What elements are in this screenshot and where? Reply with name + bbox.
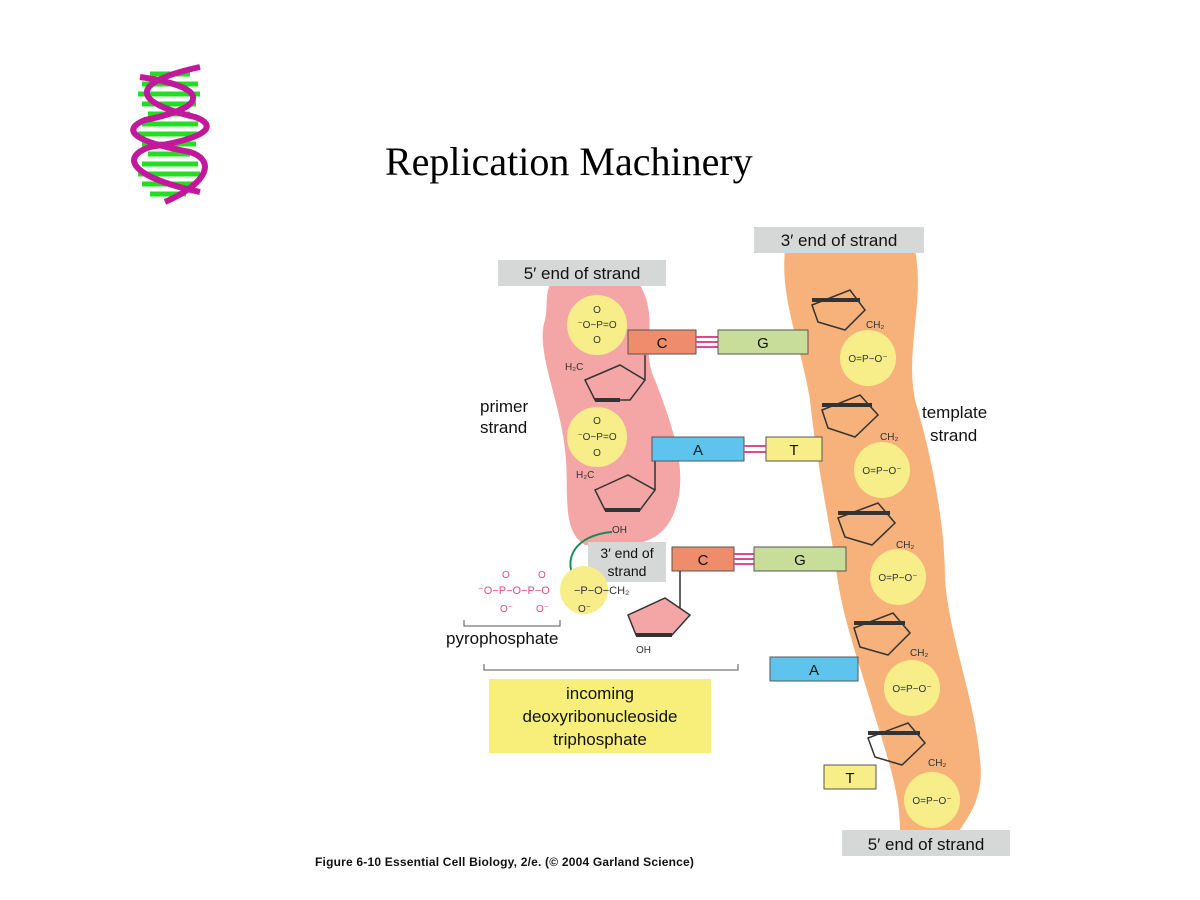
primer-phosphate-2: O ⁻O−P=O O	[567, 407, 627, 467]
primer-sugar-2	[593, 474, 657, 512]
svg-text:CH₂: CH₂	[866, 320, 884, 331]
incoming-o-minus: O⁻	[578, 604, 591, 615]
hydrogen-bonds-3	[734, 553, 754, 565]
svg-text:⁻O−P=O: ⁻O−P=O	[577, 432, 616, 443]
base-pair-3-right	[753, 546, 847, 572]
primer-strand-label-1: primer	[480, 397, 529, 416]
base-pair-2-left-label: A	[693, 442, 703, 459]
unpaired-base-t	[823, 764, 877, 790]
hydrogen-bonds-2	[744, 445, 766, 453]
template-3prime-label: 3′ end of strand	[781, 231, 898, 250]
pyrophosphate-o-minus-1: O⁻	[500, 604, 513, 615]
svg-text:O: O	[593, 335, 601, 346]
svg-text:O=P−O⁻: O=P−O⁻	[912, 796, 951, 807]
incoming-sugar	[627, 597, 692, 636]
primer-5prime-label: 5′ end of strand	[524, 264, 641, 283]
base-pair-1-left-label: C	[657, 335, 668, 352]
incoming-oh: OH	[636, 645, 651, 656]
pyrophosphate-bracket	[463, 620, 561, 627]
svg-text:CH₂: CH₂	[896, 540, 914, 551]
template-3prime-box	[754, 227, 924, 253]
pyrophosphate-label: pyrophosphate	[446, 629, 558, 648]
pyrophosphate-o-minus-2: O⁻	[536, 604, 549, 615]
template-strand-label-2: strand	[930, 426, 977, 445]
svg-text:O=P−O⁻: O=P−O⁻	[862, 466, 901, 477]
base-pair-3-right-label: G	[794, 552, 806, 569]
incoming-label-1: incoming	[566, 684, 634, 703]
pyrophosphate-chain: ⁻O−P−O−P−O	[478, 585, 550, 597]
helix-strand-b	[130, 74, 208, 205]
incoming-alpha-phosphate	[560, 566, 608, 614]
base-pair-2-left	[651, 436, 745, 462]
helix-strand-a	[131, 64, 210, 195]
unpaired-base-t-label: T	[845, 770, 854, 787]
svg-text:O=P−O⁻: O=P−O⁻	[892, 684, 931, 695]
primer-oh: OH	[612, 525, 627, 536]
pyrophosphate-o-top-2: O	[538, 570, 546, 581]
primer-strand-label-2: strand	[480, 418, 527, 437]
svg-text:O: O	[593, 416, 601, 427]
base-pair-2-right	[765, 436, 823, 462]
svg-text:O=P−O⁻: O=P−O⁻	[878, 573, 917, 584]
base-pair-2-right-label: T	[789, 442, 798, 459]
pyrophosphate-o-top: O	[502, 570, 510, 581]
svg-text:⁻O−P=O: ⁻O−P=O	[577, 320, 616, 331]
svg-text:CH₂: CH₂	[928, 758, 946, 769]
template-5prime-label: 5′ end of strand	[868, 835, 985, 854]
template-sugars	[811, 289, 927, 766]
svg-text:CH₂: CH₂	[880, 432, 898, 443]
incoming-label-2: deoxyribonucleoside	[523, 707, 678, 726]
base-pair-3-left-label: C	[698, 552, 709, 569]
primer-ch2-1: H₂C	[565, 362, 583, 373]
svg-text:O=P−O⁻: O=P−O⁻	[848, 354, 887, 365]
svg-text:O: O	[593, 305, 601, 316]
template-phosphates: O=P−O⁻ O=P−O⁻ O=P−O⁻ O=P−O⁻ O=P−O⁻	[840, 330, 960, 828]
primer-3prime-label-1: 3′ end of	[600, 545, 653, 561]
incoming-box	[489, 679, 711, 753]
svg-text:O: O	[593, 448, 601, 459]
hydrogen-bonds-1	[696, 336, 718, 348]
template-strand-label-1: template	[922, 403, 987, 422]
primer-ch2-2: H₂C	[576, 470, 594, 481]
dna-helix-logo	[130, 64, 210, 205]
unpaired-base-a	[769, 656, 859, 682]
base-pair-3-left	[671, 546, 735, 572]
svg-text:CH₂: CH₂	[910, 648, 928, 659]
unpaired-base-a-label: A	[809, 662, 819, 679]
incoming-chain: −P−O−CH₂	[574, 585, 629, 597]
base-pair-1-left	[627, 329, 697, 355]
incoming-label-3: triphosphate	[553, 730, 647, 749]
primer-5prime-box	[498, 260, 666, 286]
base-pair-1-right	[717, 329, 809, 355]
figure-caption: Figure 6-10 Essential Cell Biology, 2/e.…	[315, 855, 695, 869]
template-5prime-box	[842, 830, 1010, 856]
incoming-bracket	[483, 664, 739, 671]
primer-3prime-label-2: strand	[608, 563, 647, 579]
template-ch2-labels: CH₂ CH₂ CH₂ CH₂ CH₂	[866, 320, 946, 769]
base-pair-1-right-label: G	[757, 335, 769, 352]
primer-phosphate-1: O ⁻O−P=O O	[567, 295, 627, 355]
primer-sugar-1	[583, 364, 647, 402]
